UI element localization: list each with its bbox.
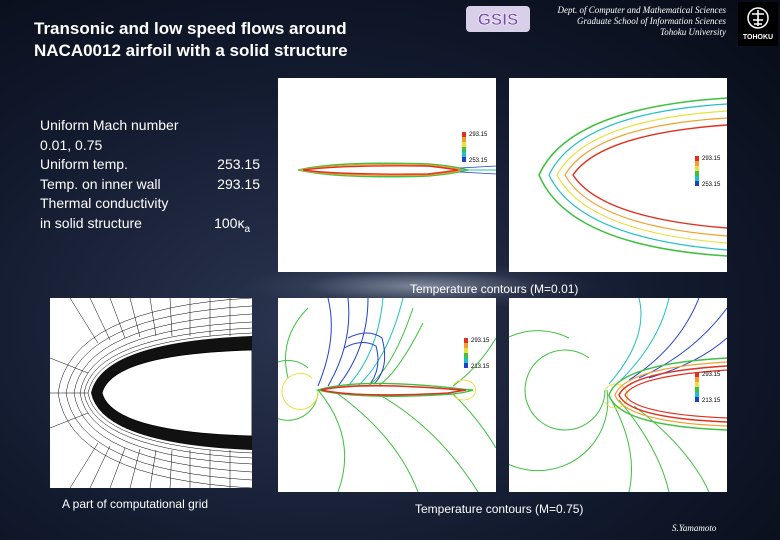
transonic-zoom-colorbar: 293.15 213.15 bbox=[695, 372, 721, 404]
department-info: Dept. of Computer and Mathematical Scien… bbox=[536, 5, 726, 38]
uniform-temp-value: 253.15 bbox=[217, 156, 260, 172]
mach-values-row: 0.01, 0.75 bbox=[40, 136, 260, 156]
transonic-zoom-legend-max: 293.15 bbox=[702, 372, 721, 378]
low-speed-contour-zoom: 293.15 253.15 bbox=[509, 78, 727, 272]
wall-temp-value: 293.15 bbox=[217, 175, 260, 192]
wall-temp-label: Temp. on inner wall bbox=[40, 175, 161, 192]
mach-values: 0.01, 0.75 bbox=[40, 136, 103, 153]
low-speed-contour-overview: 293.15 253.15 bbox=[278, 78, 496, 272]
low-speed-zoom-legend-max: 293.15 bbox=[702, 156, 721, 162]
caption-transonic: Temperature contours (M=0.75) bbox=[415, 502, 584, 516]
computational-grid bbox=[50, 298, 252, 488]
transonic-contour-zoom: 293.15 213.15 bbox=[509, 298, 727, 492]
low-speed-legend-min: 253.15 bbox=[469, 158, 488, 164]
slide-title: Transonic and low speed flows around NAC… bbox=[34, 18, 454, 62]
gsis-logo: GSIS bbox=[466, 6, 530, 32]
department-line-3: Tohoku University bbox=[660, 27, 726, 37]
mach-label: Uniform Mach number bbox=[40, 117, 179, 133]
slide-title-line-1: Transonic and low speed flows around bbox=[34, 19, 347, 38]
mach-label-row: Uniform Mach number bbox=[40, 116, 260, 136]
slide-title-line-2: NACA0012 airfoil with a solid structure bbox=[34, 41, 348, 60]
conductivity-label-1: Thermal conductivity bbox=[40, 195, 169, 211]
conductivity-label-2: in solid structure bbox=[40, 214, 142, 231]
uniform-temp-row: Uniform temp. 253.15 bbox=[40, 155, 260, 175]
transonic-legend-min: 213.15 bbox=[471, 364, 490, 370]
low-speed-legend-max: 293.15 bbox=[469, 132, 488, 138]
conductivity-row-1: Thermal conductivity bbox=[40, 194, 260, 214]
caption-low-speed: Temperature contours (M=0.01) bbox=[410, 282, 579, 296]
transonic-colorbar: 293.15 213.15 bbox=[464, 338, 490, 370]
tohoku-logo-text: TOHOKU bbox=[743, 34, 773, 41]
tohoku-university-logo: TOHOKU bbox=[738, 2, 778, 46]
transonic-contour-overview: 293.15 213.15 bbox=[278, 298, 496, 492]
low-speed-zoom-legend-min: 253.15 bbox=[702, 182, 721, 188]
low-speed-zoom-colorbar: 293.15 253.15 bbox=[695, 156, 721, 188]
flow-parameters: Uniform Mach number 0.01, 0.75 Uniform t… bbox=[40, 116, 260, 239]
department-line-1: Dept. of Computer and Mathematical Scien… bbox=[557, 5, 726, 15]
uniform-temp-label: Uniform temp. bbox=[40, 156, 128, 172]
department-line-2: Graduate School of Information Sciences bbox=[577, 16, 726, 26]
transonic-legend-max: 293.15 bbox=[471, 338, 490, 344]
transonic-zoom-legend-min: 213.15 bbox=[702, 398, 721, 404]
low-speed-colorbar: 293.15 253.15 bbox=[462, 132, 488, 164]
author-credit: S.Yamamoto bbox=[672, 523, 717, 533]
conductivity-value: 100κa bbox=[214, 214, 250, 235]
gsis-logo-text: GSIS bbox=[478, 10, 519, 29]
caption-grid: A part of computational grid bbox=[62, 497, 209, 511]
conductivity-row-2: in solid structure 100κa bbox=[40, 214, 260, 239]
wall-temp-row: Temp. on inner wall 293.15 bbox=[40, 175, 260, 195]
